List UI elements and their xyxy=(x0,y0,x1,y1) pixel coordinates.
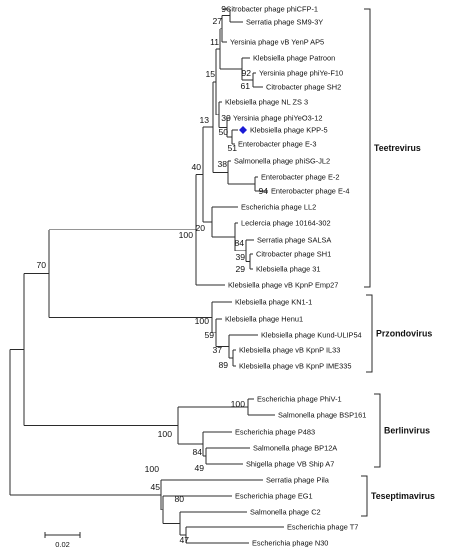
clade-label-berlin: Berlinvirus xyxy=(384,426,430,436)
leaf-label: Klebsiella phage Kund-ULIP54 xyxy=(261,331,362,340)
bootstrap-values: 9271192611530505113389440100208439297010… xyxy=(36,4,268,545)
bootstrap-value: 47 xyxy=(179,535,189,545)
bootstrap-value: 94 xyxy=(258,186,268,196)
leaf-label: Escherichia phage LL2 xyxy=(241,203,316,212)
leaf-label: Klebsiella phage vB KpnP IL33 xyxy=(239,346,340,355)
tree-branches xyxy=(9,8,284,544)
bootstrap-value: 100 xyxy=(195,316,210,326)
bootstrap-value: 29 xyxy=(235,264,245,274)
leaf-label: Salmonella phage C2 xyxy=(250,508,321,517)
bootstrap-value: 51 xyxy=(227,143,237,153)
bootstrap-value: 92 xyxy=(241,68,251,78)
leaf-label: Klebsiella phage NL ZS 3 xyxy=(225,98,308,107)
bootstrap-value: 9 xyxy=(221,4,226,14)
bootstrap-value: 70 xyxy=(36,260,46,270)
leaf-label: Serratia phage Pila xyxy=(266,476,330,485)
bootstrap-value: 84 xyxy=(234,238,244,248)
leaf-label: Enterobacter phage E-3 xyxy=(238,140,316,149)
leaf-label: Salmonella phage BSP161 xyxy=(278,411,366,420)
bootstrap-value: 100 xyxy=(179,230,194,240)
bootstrap-value: 38 xyxy=(217,159,227,169)
bootstrap-value: 100 xyxy=(158,429,173,439)
leaf-label: Citrobacter phage SH2 xyxy=(266,83,341,92)
bootstrap-value: 59 xyxy=(204,330,214,340)
leaf-label: Klebsiella phage Henu1 xyxy=(225,315,303,324)
bootstrap-value: 61 xyxy=(240,81,250,91)
bootstrap-value: 40 xyxy=(191,162,201,172)
clade-brackets: TeetrevirusPrzondovirusBerlinvirusTesept… xyxy=(361,8,435,517)
scale-bar: 0.02 xyxy=(44,532,81,549)
clade-bracket-przond xyxy=(366,294,373,373)
bootstrap-value: 15 xyxy=(205,69,215,79)
leaf-label: Shigella phage VB Ship A7 xyxy=(246,460,334,469)
leaf-label: Klebsiella phage 31 xyxy=(256,265,321,274)
leaf-label: Escherichia phage T7 xyxy=(287,523,358,532)
bootstrap-value: 100 xyxy=(145,464,160,474)
highlight-diamond-icon xyxy=(239,126,247,134)
leaf-label: Enterobacter phage E-2 xyxy=(261,173,339,182)
bootstrap-value: 80 xyxy=(174,494,184,504)
leaf-label: Klebsiella phage Patroon xyxy=(253,54,335,63)
leaf-label: Yersinia phage vB YenP AP5 xyxy=(230,38,324,47)
leaf-label: Klebsiella phage KPP-5 xyxy=(250,126,328,135)
leaf-label: Leclercia phage 10164-302 xyxy=(241,219,331,228)
clade-bracket-teetre xyxy=(364,8,371,288)
bootstrap-value: 100 xyxy=(231,399,246,409)
bootstrap-value: 20 xyxy=(195,223,205,233)
leaf-label: Salmonella phage phiSG-JL2 xyxy=(234,157,330,166)
bootstrap-value: 45 xyxy=(150,482,160,492)
bootstrap-value: 13 xyxy=(199,115,209,125)
leaf-label: Klebsiella phage vB KpnP Emp27 xyxy=(228,281,338,290)
leaf-label: Escherichia phage PhiV-1 xyxy=(257,395,342,404)
leaf-label: Escherichia phage EG1 xyxy=(235,492,313,501)
clade-label-tesept: Teseptimavirus xyxy=(371,491,435,501)
clade-bracket-tesept xyxy=(361,475,368,517)
leaf-label: Klebsiella phage vB KpnP IME335 xyxy=(239,362,351,371)
leaf-label: Serratia phage SM9-3Y xyxy=(246,18,323,27)
leaf-label: Citrobacter phage SH1 xyxy=(256,250,331,259)
leaf-label: Serratia phage SALSA xyxy=(257,236,331,245)
clade-bracket-berlin xyxy=(374,393,381,468)
bootstrap-value: 30 xyxy=(221,113,231,123)
bootstrap-value: 37 xyxy=(212,345,222,355)
bootstrap-value: 39 xyxy=(235,252,245,262)
bootstrap-value: 89 xyxy=(218,360,228,370)
leaf-label: Escherichia phage P483 xyxy=(235,428,315,437)
clade-label-przond: Przondovirus xyxy=(376,329,432,339)
leaf-label: Escherichia phage N30 xyxy=(252,539,328,548)
leaf-label: Klebsiella phage KN1-1 xyxy=(235,298,312,307)
bootstrap-value: 27 xyxy=(212,16,222,26)
bootstrap-value: 84 xyxy=(192,447,202,457)
leaf-label: Citrobacter phage phiCFP-1 xyxy=(226,5,318,14)
scale-bar-label: 0.02 xyxy=(55,540,70,549)
leaf-label: Salmonella phage BP12A xyxy=(253,444,337,453)
bootstrap-value: 50 xyxy=(218,127,228,137)
bootstrap-value: 49 xyxy=(194,463,204,473)
leaf-label: Yersinia phage phiYe-F10 xyxy=(259,69,343,78)
leaf-label: Enterobacter phage E-4 xyxy=(271,187,349,196)
leaf-label: Yersinia phage phiYeO3-12 xyxy=(233,114,322,123)
clade-label-teetre: Teetrevirus xyxy=(374,143,421,153)
bootstrap-value: 11 xyxy=(210,37,219,47)
